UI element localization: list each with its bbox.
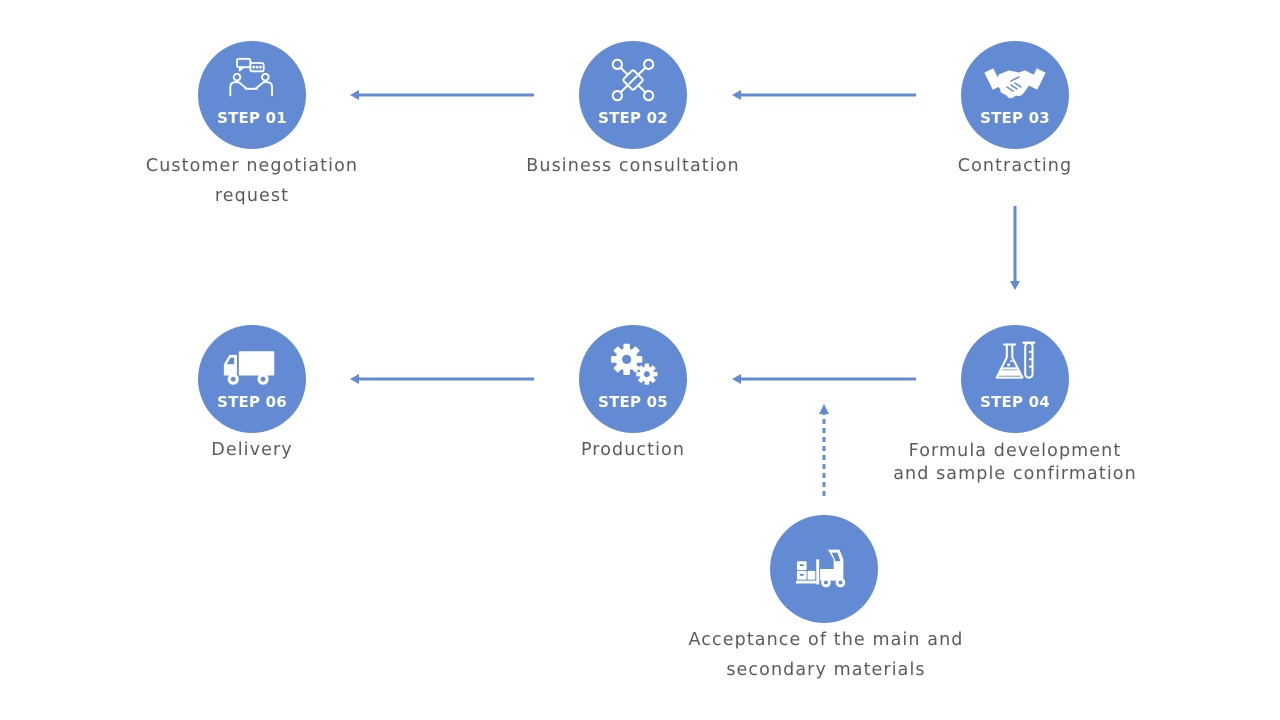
lab-flask-icon bbox=[995, 341, 1036, 379]
forklift-icon bbox=[795, 549, 846, 588]
step-04-caption: Formula development and sample confirmat… bbox=[893, 441, 1137, 484]
arrow-materials-to-production bbox=[819, 404, 829, 496]
step-05-node: STEP 05 bbox=[579, 325, 687, 433]
gears-icon bbox=[611, 343, 658, 385]
step-01-caption: Customer negotiation request bbox=[145, 156, 359, 206]
step-04-node: STEP 04 bbox=[961, 325, 1069, 433]
step-03-node: STEP 03 bbox=[961, 41, 1069, 149]
negotiation-icon bbox=[229, 57, 273, 97]
materials-node bbox=[770, 515, 878, 623]
step-05-label: STEP 05 bbox=[598, 393, 668, 411]
step-04-label: STEP 04 bbox=[980, 393, 1050, 411]
truck-icon bbox=[223, 351, 275, 385]
step-06-node: STEP 06 bbox=[198, 325, 306, 433]
arrow-step03-to-step02 bbox=[732, 90, 916, 100]
arrow-step03-to-step04 bbox=[1010, 206, 1020, 290]
arrow-step02-to-step01 bbox=[350, 90, 534, 100]
step-01-label: STEP 01 bbox=[217, 109, 287, 127]
step-02-label: STEP 02 bbox=[598, 109, 668, 127]
step-05-caption: Production bbox=[580, 440, 686, 460]
arrow-step04-to-step05 bbox=[732, 374, 916, 384]
step-02-caption: Business consultation bbox=[526, 156, 740, 176]
handshake-icon bbox=[984, 68, 1046, 99]
step-02-node: STEP 02 bbox=[579, 41, 687, 149]
materials-caption: Acceptance of the main and secondary mat… bbox=[688, 630, 964, 680]
network-icon bbox=[611, 58, 655, 102]
step-03-caption: Contracting bbox=[957, 156, 1073, 176]
step-06-caption: Delivery bbox=[211, 440, 293, 460]
step-06-label: STEP 06 bbox=[217, 393, 287, 411]
step-03-label: STEP 03 bbox=[980, 109, 1050, 127]
arrow-step05-to-step06 bbox=[350, 374, 534, 384]
step-01-node: STEP 01 bbox=[198, 41, 306, 149]
